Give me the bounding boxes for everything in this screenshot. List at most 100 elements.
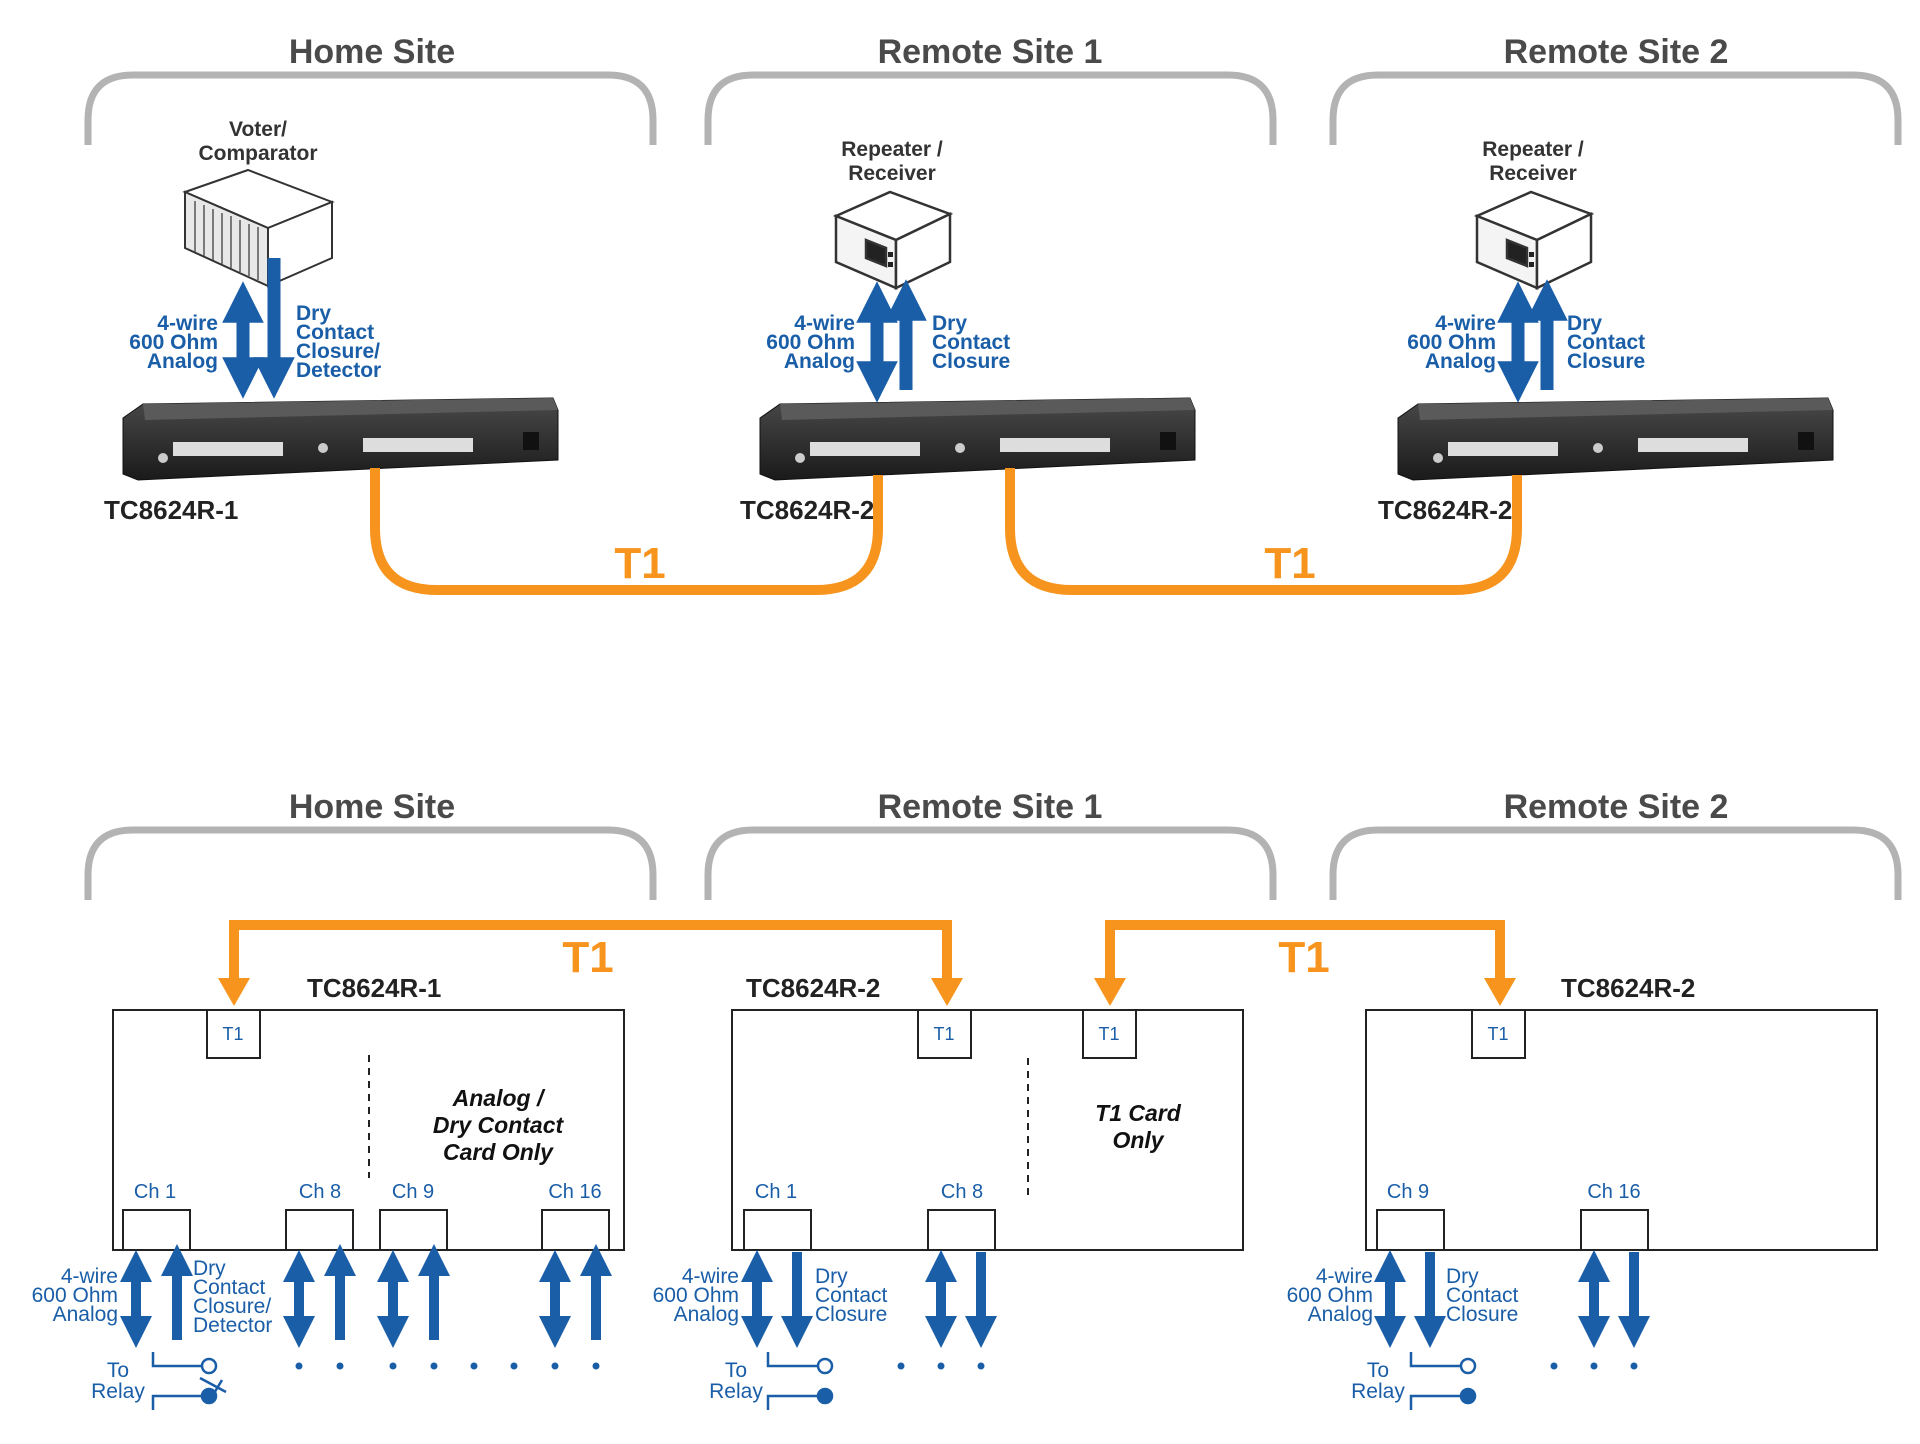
top-unit-label-remote2: TC8624R-2 [1378, 495, 1512, 525]
top-bracket-remote2 [1329, 71, 1902, 145]
repeater2-label-1: Repeater / [1482, 138, 1584, 161]
repeater1-label-1: Repeater / [841, 138, 943, 161]
remote1-ch8-label: Ch 8 [941, 1181, 983, 1203]
bottom-t1-link-2 [1105, 920, 1505, 984]
svg-text:Analog: Analog [1425, 350, 1496, 373]
repeater-receiver-icon-2 [1473, 190, 1595, 290]
svg-text:Contact: Contact [296, 321, 374, 344]
relay-symbol-home [151, 1352, 227, 1410]
bottom-site-brackets [84, 826, 1902, 900]
svg-text:Closure/: Closure/ [193, 1295, 271, 1318]
svg-text:Detector: Detector [296, 359, 381, 382]
top-home-dry-label: Dry Contact Closure/ Detector [296, 302, 381, 382]
top-site-title-remote1: Remote Site 1 [878, 33, 1103, 71]
svg-text:Analog: Analog [1308, 1303, 1373, 1326]
t1-port-remote1-a: T1 [917, 1009, 972, 1059]
bottom-r2-dry-label: Dry Contact Closure [1446, 1265, 1519, 1326]
svg-text:Closure: Closure [1567, 350, 1645, 373]
top-r2-analog-label: 4-wire 600 Ohm Analog [1407, 312, 1496, 373]
bottom-site-title-home: Home Site [289, 788, 455, 826]
svg-text:Detector: Detector [193, 1314, 272, 1337]
home-ch8-port [285, 1209, 354, 1251]
bottom-signal-arrows [119, 1243, 1651, 1349]
top-t1-link-1 [370, 468, 883, 595]
repeater2-label-2: Receiver [1489, 162, 1577, 185]
voter-comparator-icon [182, 168, 335, 288]
svg-text:Closure: Closure [815, 1303, 887, 1326]
bottom-unit-box-home [112, 1009, 625, 1251]
top-t1-label-2: T1 [1264, 539, 1315, 588]
svg-text:Dry: Dry [1567, 312, 1602, 335]
top-site-brackets [84, 71, 1902, 145]
svg-text:Closure: Closure [932, 350, 1010, 373]
svg-text:600 Ohm: 600 Ohm [1287, 1284, 1373, 1307]
svg-text:600 Ohm: 600 Ohm [653, 1284, 739, 1307]
svg-text:Contact: Contact [193, 1276, 266, 1299]
bottom-unit-label-remote1: TC8624R-2 [746, 973, 880, 1003]
svg-text:4-wire: 4-wire [1435, 312, 1496, 335]
home-ch9-port [379, 1209, 448, 1251]
remote1-ch1-port [743, 1209, 812, 1251]
bottom-bracket-remote1 [704, 826, 1277, 900]
svg-text:Contact: Contact [932, 331, 1010, 354]
top-unit-label-home: TC8624R-1 [104, 495, 238, 525]
bottom-r1-dry-label: Dry Contact Closure [815, 1265, 888, 1326]
bottom-home-dry-label: Dry Contact Closure/ Detector [193, 1257, 272, 1337]
svg-text:Analog: Analog [674, 1303, 739, 1326]
bottom-t1-arrowheads [218, 978, 1516, 1006]
svg-text:Closure: Closure [1446, 1303, 1518, 1326]
svg-text:4-wire: 4-wire [157, 312, 218, 335]
svg-text:600 Ohm: 600 Ohm [32, 1284, 118, 1307]
top-r1-analog-label: 4-wire 600 Ohm Analog [766, 312, 855, 373]
remote1-card-note: T1 Card Only [1095, 1100, 1182, 1153]
relay-label-remote2-2: Relay [1351, 1380, 1405, 1403]
relay-label-remote1-2: Relay [709, 1380, 763, 1403]
bottom-bracket-home [84, 826, 657, 900]
home-ch16-label: Ch 16 [548, 1181, 601, 1203]
relay-symbol-remote2 [1409, 1352, 1477, 1410]
svg-text:Card Only: Card Only [443, 1139, 554, 1165]
repeater-receiver-icon-1 [832, 190, 954, 290]
svg-text:T1: T1 [933, 1024, 954, 1044]
top-t1-links [370, 468, 1522, 595]
bottom-r2-analog-label: 4-wire 600 Ohm Analog [1287, 1265, 1373, 1326]
svg-text:Contact: Contact [1567, 331, 1645, 354]
t1-port-remote1-b: T1 [1082, 1009, 1137, 1059]
rack-unit-home [122, 397, 559, 481]
remote2-ch16-label: Ch 16 [1587, 1181, 1640, 1203]
bottom-t1-label-2: T1 [1278, 933, 1329, 982]
svg-text:4-wire: 4-wire [1316, 1265, 1373, 1288]
top-home-analog-label: 4-wire 600 Ohm Analog [129, 312, 218, 373]
home-channel-ports: Ch 1 Ch 8 Ch 9 Ch 16 [122, 1181, 610, 1251]
top-bracket-home [84, 71, 657, 145]
continuation-dots [295, 1362, 1638, 1370]
svg-text:Dry Contact: Dry Contact [433, 1112, 565, 1138]
bottom-site-title-remote2: Remote Site 2 [1504, 788, 1729, 826]
svg-text:600 Ohm: 600 Ohm [129, 331, 218, 354]
relay-label-home-1: To [107, 1359, 129, 1382]
rack-unit-remote1 [759, 397, 1196, 481]
remote2-ch16-port [1580, 1209, 1649, 1251]
top-t1-label-1: T1 [614, 539, 665, 588]
voter-label-1: Voter/ [229, 118, 287, 141]
remote2-ch9-label: Ch 9 [1387, 1181, 1429, 1203]
t1-port-remote2: T1 [1471, 1009, 1526, 1059]
bottom-t1-links [229, 920, 1505, 984]
t1-port-home: T1 [206, 1009, 261, 1059]
svg-text:Dry: Dry [1446, 1265, 1479, 1288]
svg-text:Contact: Contact [1446, 1284, 1519, 1307]
bottom-r1-analog-label: 4-wire 600 Ohm Analog [653, 1265, 739, 1326]
svg-text:T1 Card: T1 Card [1095, 1100, 1182, 1126]
relay-symbol-remote1 [766, 1352, 834, 1410]
svg-text:Analog: Analog [784, 350, 855, 373]
home-ch16-port [541, 1209, 610, 1251]
home-ch1-label: Ch 1 [134, 1181, 176, 1203]
bottom-home-analog-label: 4-wire 600 Ohm Analog [32, 1265, 118, 1326]
svg-text:Contact: Contact [815, 1284, 888, 1307]
top-bracket-remote1 [704, 71, 1277, 145]
remote2-channel-ports: Ch 9 Ch 16 [1376, 1181, 1649, 1251]
rack-unit-remote2 [1397, 397, 1834, 481]
bottom-t1-link-1 [229, 920, 952, 984]
svg-text:4-wire: 4-wire [682, 1265, 739, 1288]
svg-text:4-wire: 4-wire [61, 1265, 118, 1288]
